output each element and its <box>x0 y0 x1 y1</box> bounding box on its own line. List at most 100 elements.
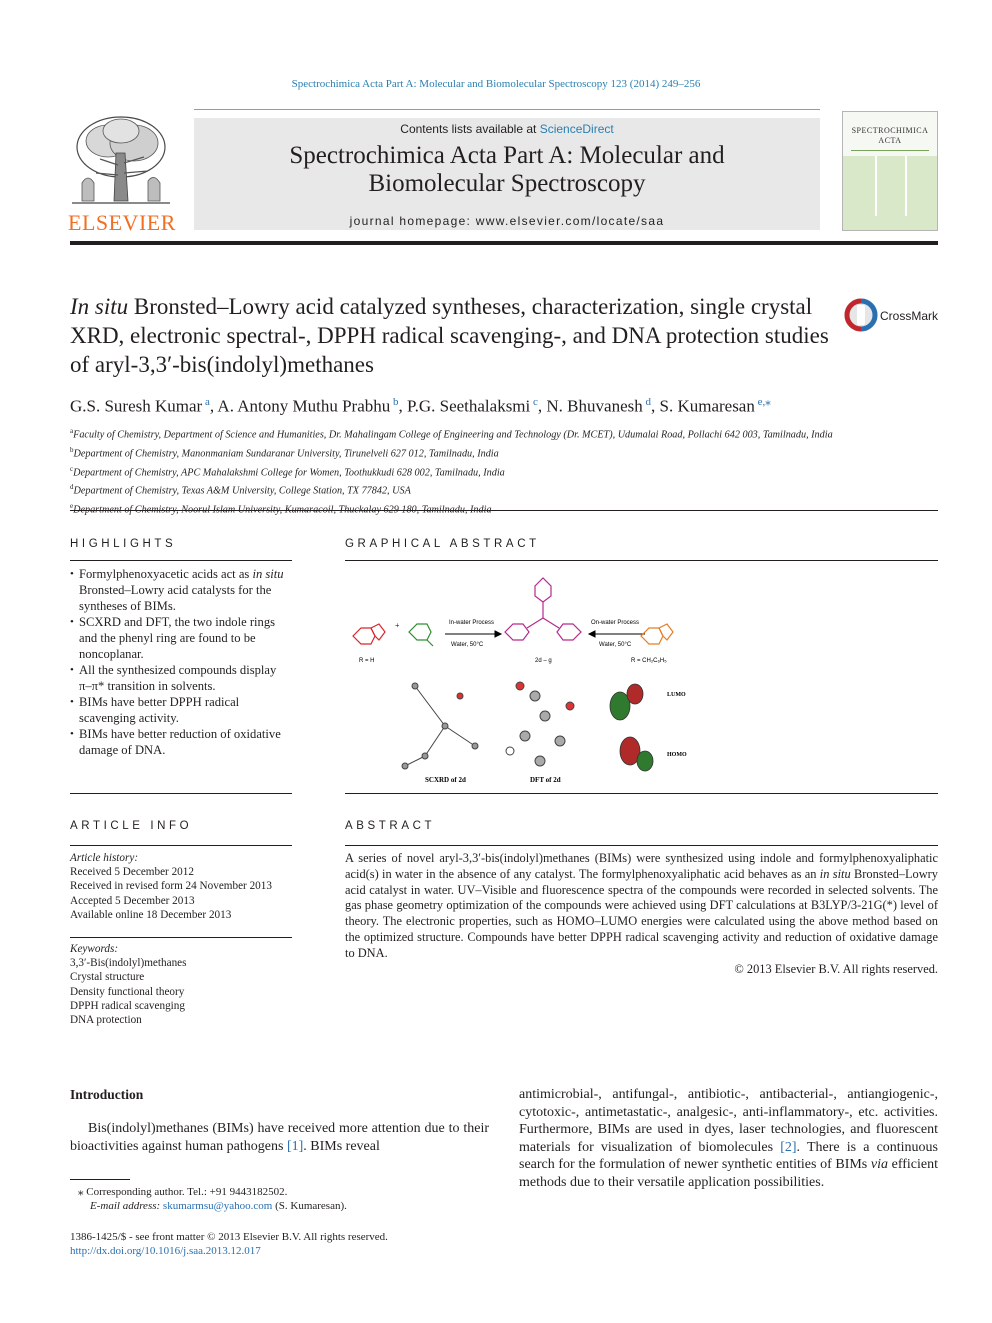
journal-homepage[interactable]: journal homepage: www.elsevier.com/locat… <box>349 214 665 228</box>
ga-r-right: R = CH₂C₆H₅ <box>631 658 667 664</box>
ga-caption-scxrd: SCXRD of 2d <box>425 776 466 784</box>
indole-right <box>640 623 674 645</box>
highlights-heading: HIGHLIGHTS <box>70 538 177 550</box>
article-history: Article history: Received 5 December 201… <box>70 851 292 922</box>
journal-masthead: Contents lists available at ScienceDirec… <box>194 118 820 230</box>
reference-2-link[interactable]: [2] <box>780 1139 797 1155</box>
scxrd-structure <box>401 682 479 770</box>
author-affiliation-marker[interactable]: b <box>390 396 399 408</box>
history-item: Available online 18 December 2013 <box>70 908 232 921</box>
introduction-right-column: antimicrobial-, antifungal-, antibiotic-… <box>519 1086 938 1192</box>
footnote-rule <box>70 1179 130 1180</box>
affiliation-text: Faculty of Chemistry, Department of Scie… <box>73 429 833 441</box>
graphical-abstract-bottom-rule <box>345 793 938 794</box>
affiliation-marker: b <box>70 445 74 454</box>
highlight-item: Formylphenoxyacetic acids act as in situ… <box>70 566 292 614</box>
doi-link[interactable]: http://dx.doi.org/10.1016/j.saa.2013.12.… <box>70 1245 261 1258</box>
masthead-bottom-rule <box>70 241 938 245</box>
abstract-part1: A series of novel aryl-3,3′-bis(indolyl)… <box>345 851 938 881</box>
cover-title: SPECTROCHIMICA ACTA <box>843 126 937 146</box>
sciencedirect-link[interactable]: ScienceDirect <box>539 122 614 136</box>
masthead-top-rule <box>194 109 820 110</box>
author-name[interactable]: S. Kumaresan <box>659 396 755 416</box>
author-separator: , <box>537 396 547 416</box>
history-item: Accepted 5 December 2013 <box>70 894 195 907</box>
author-affiliation-marker[interactable]: e,⁎ <box>754 396 771 408</box>
ga-caption-dft: DFT of 2d <box>530 776 561 784</box>
email-link[interactable]: skumarmsu@yahoo.com <box>162 1200 273 1213</box>
article-title-rest: Bronsted–Lowry acid catalyzed syntheses,… <box>70 294 829 377</box>
article-info-rule <box>70 845 292 846</box>
cover-band <box>843 156 937 230</box>
ga-label-in-water: In-water Process <box>449 620 494 626</box>
author-name[interactable]: N. Bhuvanesh <box>546 396 643 416</box>
article-info-heading: ARTICLE INFO <box>70 820 193 832</box>
ga-homo: HOMO <box>667 752 687 758</box>
affiliation-item: dDepartment of Chemistry, Texas A&M Univ… <box>70 480 938 499</box>
journal-cover-thumbnail[interactable]: SPECTROCHIMICA ACTA <box>842 111 938 231</box>
author-affiliation-marker[interactable]: d <box>642 396 651 408</box>
keyword-item: Crystal structure <box>70 971 145 984</box>
issn-line: 1386-1425/$ - see front matter © 2013 El… <box>70 1231 388 1243</box>
email-line: E-mail address: skumarmsu@yahoo.com (S. … <box>70 1199 489 1213</box>
cover-title-line2: ACTA <box>878 136 902 145</box>
contents-prefix: Contents lists available at <box>400 122 540 136</box>
author-list: G.S. Suresh Kumar a, A. Antony Muthu Pra… <box>70 391 938 418</box>
affiliation-marker: c <box>70 464 74 473</box>
intro-left-text2: . BIMs reveal <box>303 1138 380 1154</box>
plus-sign: + <box>395 621 400 630</box>
ga-lumo: LUMO <box>667 692 686 698</box>
author-affiliation-marker[interactable]: c <box>530 396 538 408</box>
abstract-end-spacer <box>345 984 938 985</box>
cover-stripe <box>905 156 907 216</box>
aldehyde-left <box>408 623 434 647</box>
history-item: Received in revised form 24 November 201… <box>70 880 272 893</box>
graphical-abstract-rule <box>345 560 938 561</box>
article-title-italic: In situ <box>70 294 129 319</box>
ga-r-left: R = H <box>359 658 375 664</box>
affiliation-marker: a <box>70 427 74 435</box>
email-label: E-mail address: <box>90 1200 161 1213</box>
history-item: Received 5 December 2012 <box>70 866 194 879</box>
abstract-rule <box>345 845 938 846</box>
article-title: In situ Bronsted–Lowry acid catalyzed sy… <box>70 292 830 379</box>
keywords-rule <box>70 937 292 938</box>
affiliation-item: bDepartment of Chemistry, Manonmaniam Su… <box>70 443 938 462</box>
keyword-item: Density functional theory <box>70 985 185 998</box>
journal-title-line1: Spectrochimica Acta Part A: Molecular an… <box>289 142 725 169</box>
corresponding-footnote: ⁎ Corresponding author. Tel.: +91 944318… <box>70 1185 489 1214</box>
highlight-item: All the synthesized compounds display π–… <box>70 662 292 694</box>
graphical-abstract-figure: R = H + In-water Process Water, 50°C 2d … <box>352 577 687 784</box>
introduction-left-column: Bis(indolyl)methanes (BIMs) have receive… <box>70 1120 489 1155</box>
cover-title-line1: SPECTROCHIMICA <box>851 126 929 135</box>
corresponding-author-line: ⁎ Corresponding author. Tel.: +91 944318… <box>78 1186 288 1198</box>
author-separator: , <box>650 396 660 416</box>
intro-right-text1: antimicrobial-, antifungal-, antibiotic-… <box>519 1087 938 1155</box>
keyword-item: DPPH radical scavenging <box>70 999 185 1012</box>
keywords-label: Keywords: <box>70 943 119 955</box>
author-name[interactable]: G.S. Suresh Kumar <box>70 396 203 416</box>
journal-title[interactable]: Spectrochimica Acta Part A: Molecular an… <box>194 142 820 198</box>
author-affiliation-marker[interactable]: a <box>202 396 210 408</box>
elsevier-wordmark[interactable]: ELSEVIER <box>68 210 176 235</box>
arrow-in-water <box>445 630 503 638</box>
contents-line: Contents lists available at ScienceDirec… <box>194 122 820 136</box>
author-name[interactable]: A. Antony Muthu Prabhu <box>217 396 391 416</box>
intro-left-text1: Bis(indolyl)methanes (BIMs) have receive… <box>70 1121 489 1154</box>
dft-structure <box>505 681 575 767</box>
history-label: Article history: <box>70 852 139 864</box>
author-name[interactable]: P.G. Seethalaksmi <box>407 396 531 416</box>
ga-cond-left: Water, 50°C <box>451 642 484 648</box>
affiliation-item: eDepartment of Chemistry, Noorul Islam U… <box>70 499 938 518</box>
journal-reference[interactable]: Spectrochimica Acta Part A: Molecular an… <box>291 78 701 90</box>
journal-title-line2: Biomolecular Spectroscopy <box>368 170 646 197</box>
reference-1-link[interactable]: [1] <box>286 1138 304 1154</box>
crossmark-label[interactable]: CrossMark <box>880 309 939 323</box>
indole-left <box>352 623 386 645</box>
highlight-item: BIMs have better reduction of oxidative … <box>70 726 292 758</box>
crossmark-icon[interactable] <box>843 297 883 333</box>
cover-divider <box>851 150 929 151</box>
